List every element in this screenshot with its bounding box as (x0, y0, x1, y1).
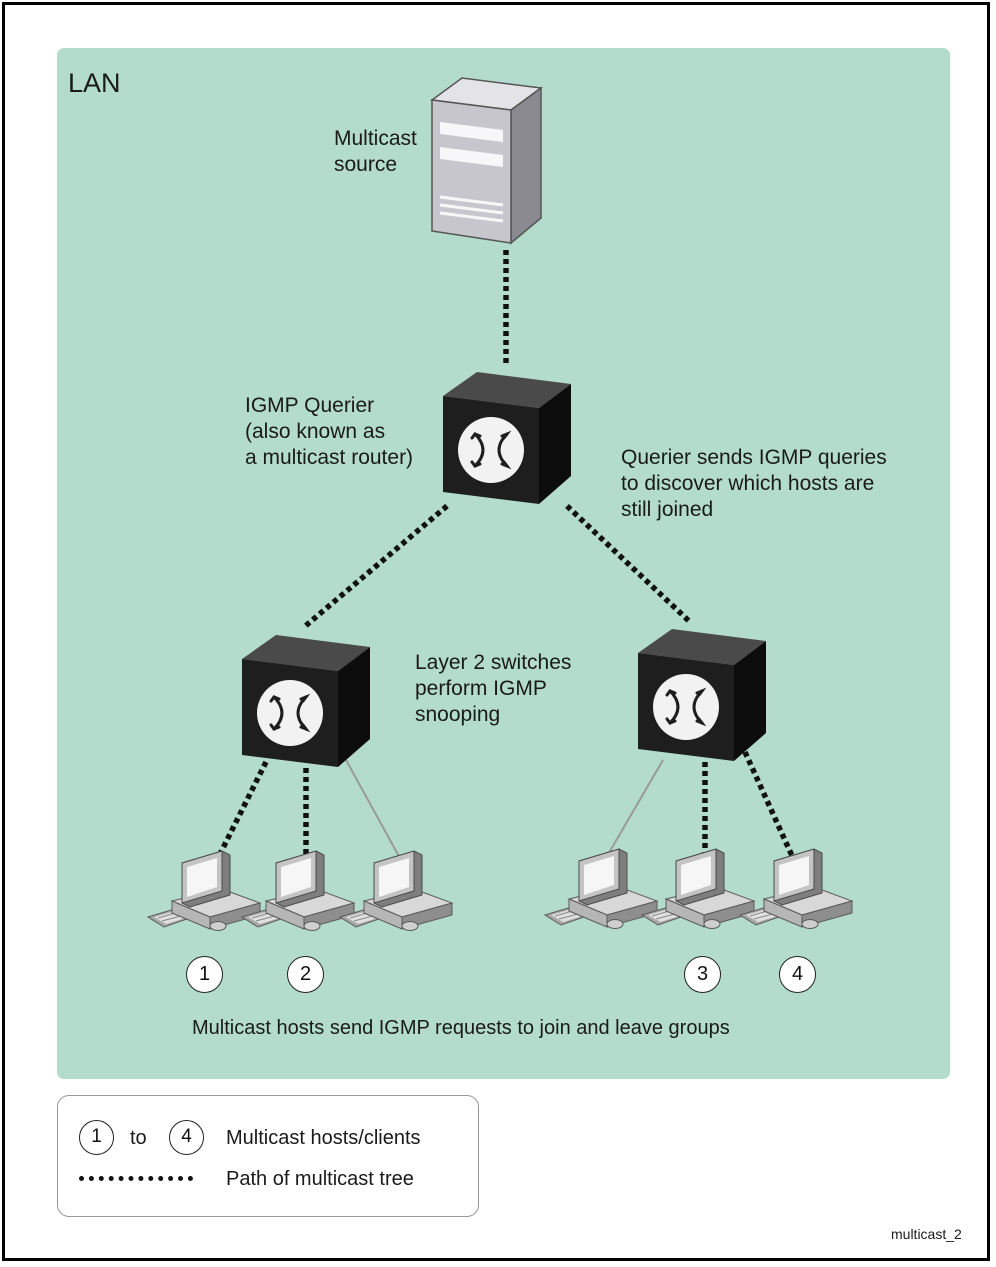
legend-path-swatch (79, 1176, 193, 1181)
lan-label: LAN (68, 68, 121, 98)
host-computer-icon (641, 848, 755, 929)
host-computer-icon (147, 850, 261, 931)
legend-hosts-label: Multicast hosts/clients (226, 1127, 421, 1149)
plain-link (345, 759, 402, 861)
legend: 1 to 4 Multicast hosts/clients Path of m… (57, 1095, 479, 1217)
querier-switch-icon (441, 370, 573, 506)
figure-reference: multicast_2 (891, 1226, 962, 1242)
legend-marker-start: 1 (79, 1120, 114, 1155)
right-switch-icon (636, 627, 768, 763)
multicast-path (301, 503, 449, 631)
igmp-querier-label: IGMP Querier (also known as a multicast … (245, 394, 414, 469)
querier-note: Querier sends IGMP queries to discover w… (621, 446, 887, 521)
switch-note: Layer 2 switches perform IGMP snooping (415, 651, 572, 726)
legend-marker-end: 4 (169, 1120, 204, 1155)
multicast-path (742, 750, 796, 860)
host-computer-icon (544, 848, 658, 929)
legend-path-label: Path of multicast tree (226, 1168, 414, 1190)
plain-link (605, 759, 664, 859)
host-computer-icon (339, 850, 453, 931)
host-marker: 1 (186, 956, 223, 993)
host-computer-icon (739, 848, 853, 929)
host-computer-icon (241, 850, 355, 931)
host-marker: 4 (779, 956, 816, 993)
legend-range-word: to (130, 1127, 147, 1149)
server-icon (430, 77, 543, 245)
multicast-path (565, 503, 692, 625)
multicast-path (214, 760, 269, 862)
multicast-source-label: Multicast source (334, 127, 417, 176)
hosts-note: Multicast hosts send IGMP requests to jo… (192, 1017, 730, 1039)
host-marker: 2 (287, 956, 324, 993)
host-marker: 3 (684, 956, 721, 993)
left-switch-icon (240, 633, 372, 769)
